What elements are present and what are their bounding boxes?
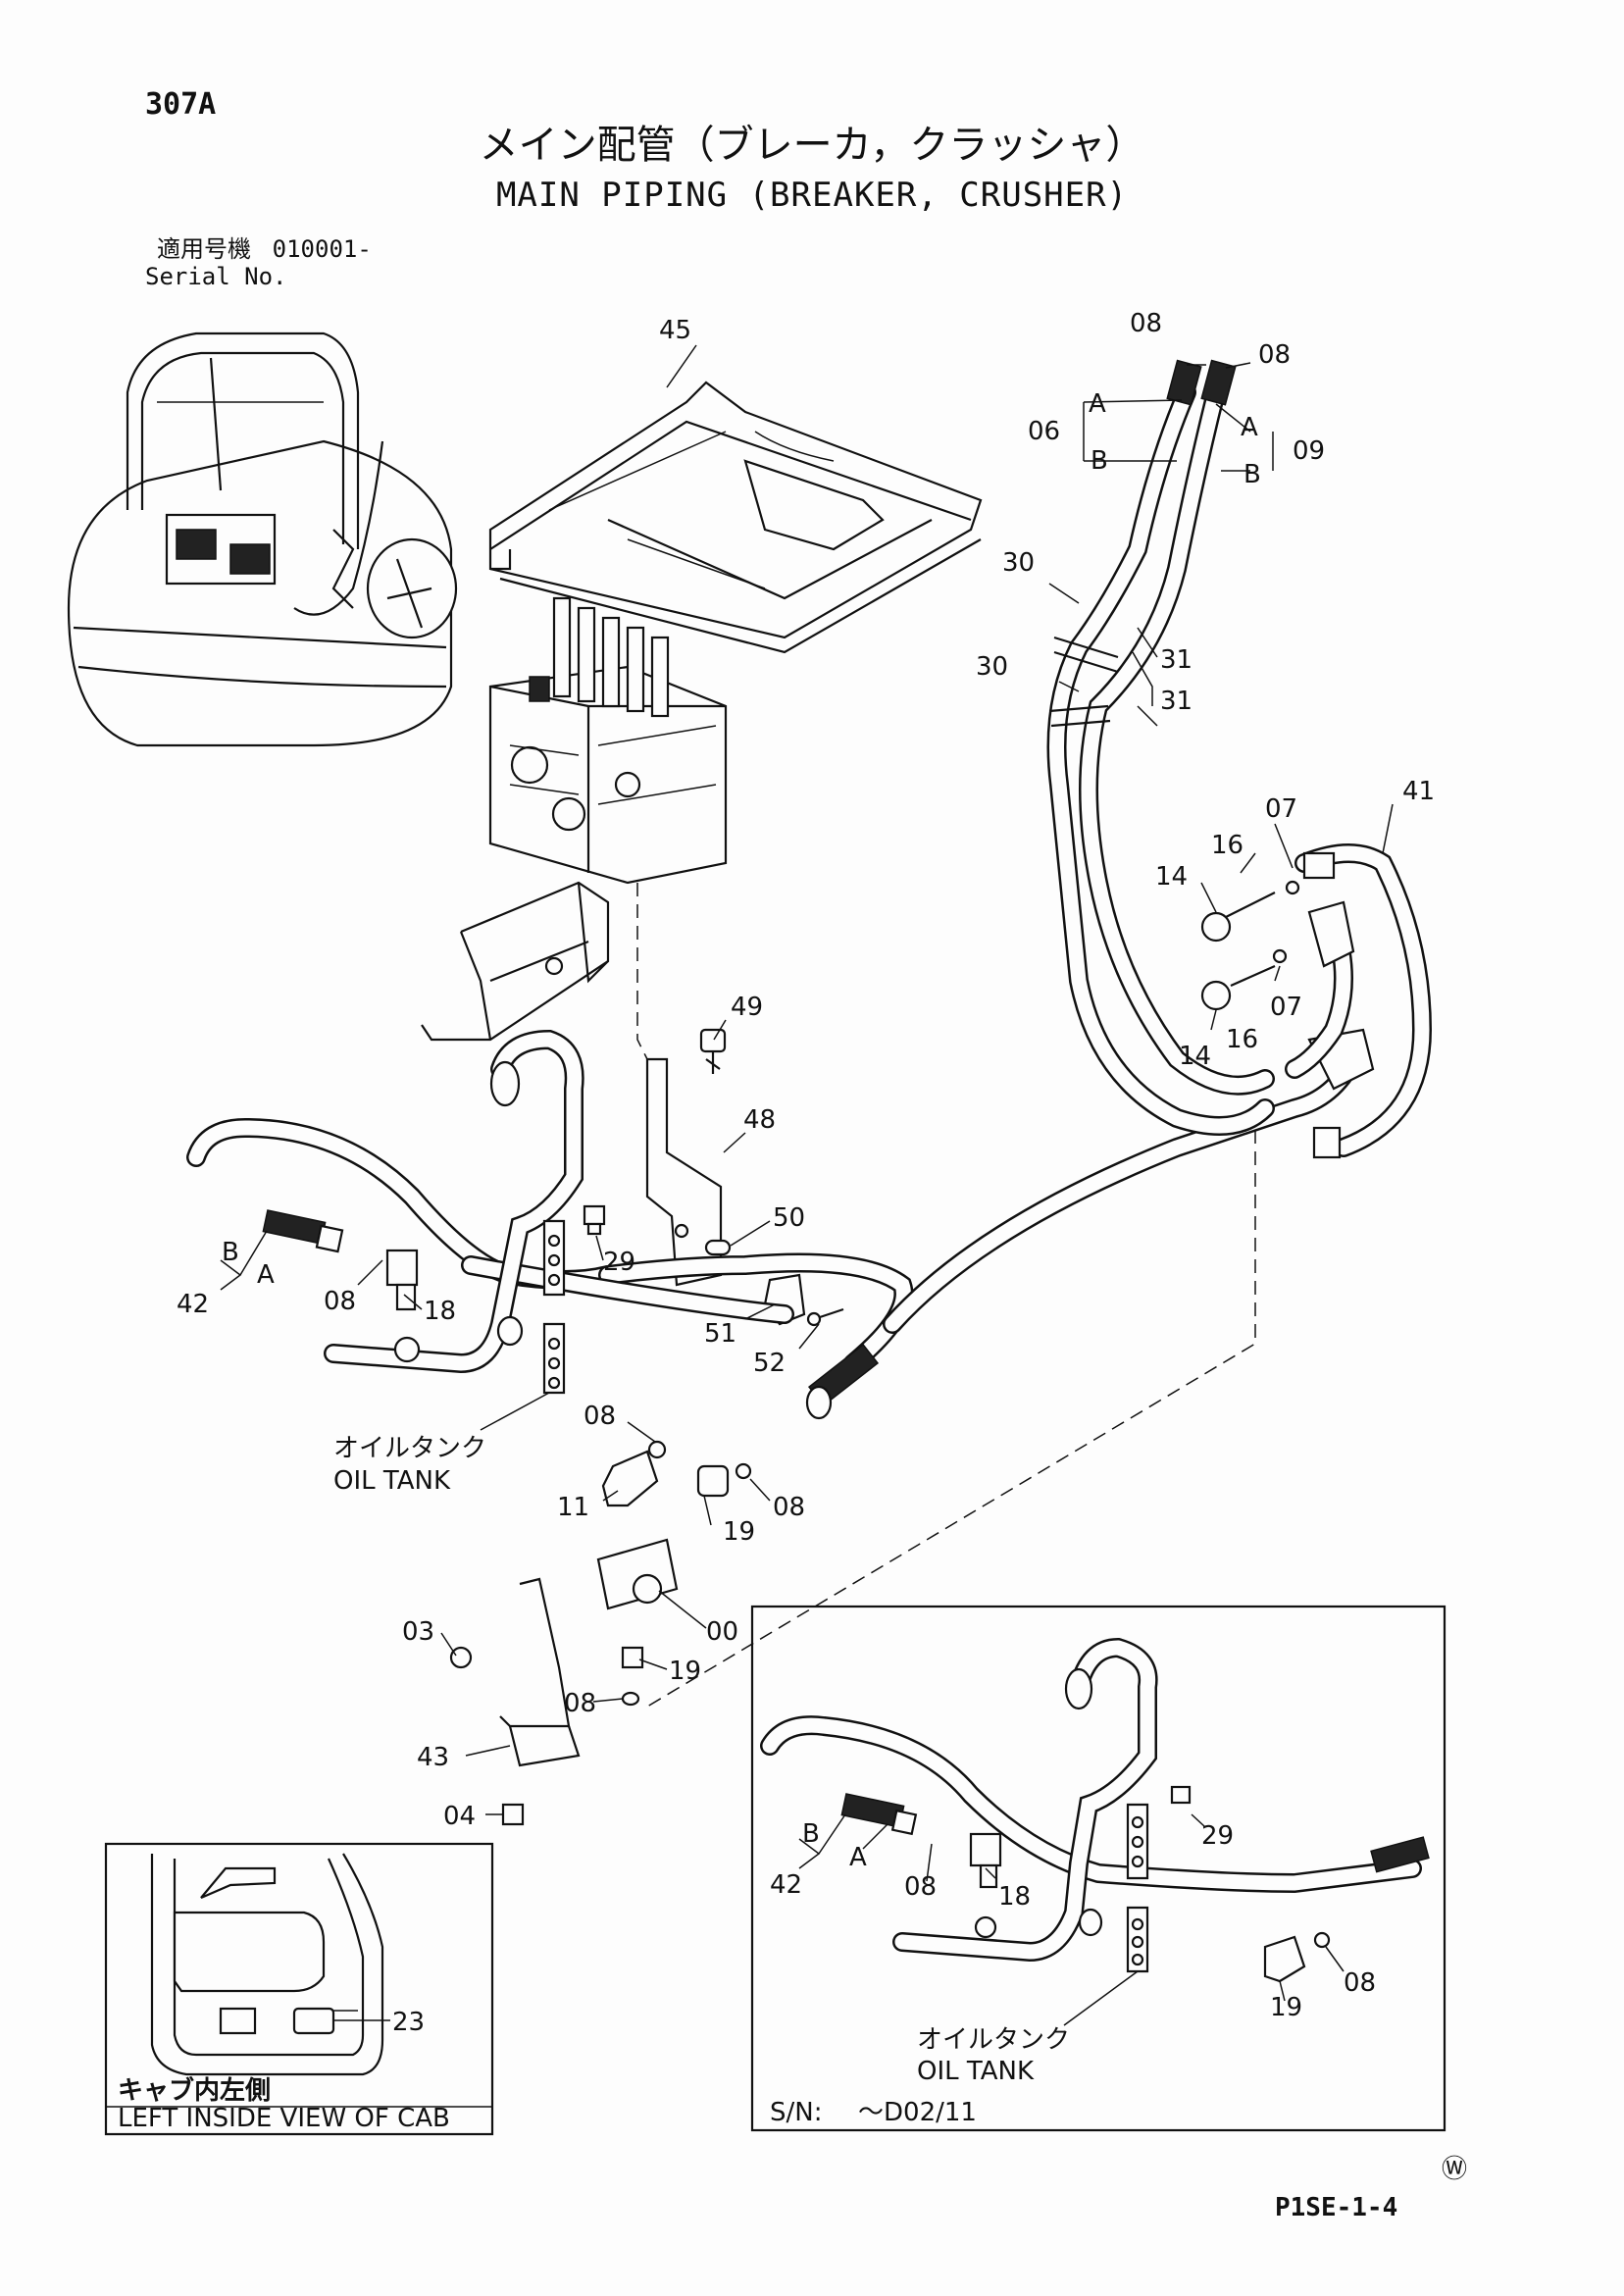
label-16-lower: 16 — [1226, 1025, 1258, 1054]
label-B-hose: B — [222, 1238, 239, 1267]
label-43: 43 — [417, 1743, 449, 1772]
label-19-mid: 19 — [723, 1517, 755, 1547]
label-16-upper: 16 — [1211, 831, 1243, 860]
main-hoses — [186, 1029, 914, 1374]
serial-label-en: Serial No. — [145, 263, 287, 290]
label-14-upper: 14 — [1155, 862, 1188, 892]
label-51: 51 — [704, 1319, 736, 1349]
excavator-overview — [67, 332, 458, 747]
label-04: 04 — [443, 1802, 476, 1831]
label-14-lower: 14 — [1179, 1042, 1211, 1071]
footer-code: P1SE-1-4 — [1275, 2193, 1398, 2222]
support-plates — [542, 1204, 606, 1395]
label-A-left: A — [1089, 389, 1106, 419]
label-08-top-right: 08 — [1258, 340, 1291, 370]
label-03: 03 — [402, 1617, 434, 1647]
upper-right-hoses — [1046, 359, 1433, 1159]
label-07-upper: 07 — [1265, 794, 1297, 824]
label-B-right: B — [1243, 460, 1261, 489]
label-30-upper: 30 — [1002, 548, 1035, 578]
control-valve — [488, 596, 728, 885]
label-49: 49 — [731, 993, 763, 1022]
oil-tank-en: OIL TANK — [333, 1466, 451, 1496]
label-11: 11 — [557, 1493, 589, 1522]
label-23: 23 — [392, 2008, 425, 2037]
label-08-mid: 08 — [584, 1402, 616, 1431]
lower-fittings — [449, 1440, 752, 1826]
leader-lines — [220, 344, 1394, 2012]
label-18: 18 — [424, 1297, 456, 1326]
title-japanese: メイン配管（ブレーカ，クラッシャ） — [479, 123, 1145, 168]
serial-value: 010001- — [272, 235, 372, 263]
inset-oil-tank-en: OIL TANK — [917, 2057, 1035, 2086]
serial-inset-value: ～D02/11 — [858, 2098, 977, 2127]
cab-inset-caption-jp: キャブ内左側 — [118, 2075, 271, 2106]
label-08-lower: 08 — [564, 1689, 596, 1718]
label-45: 45 — [659, 316, 691, 345]
label-52: 52 — [753, 1349, 786, 1378]
inset-oil-tank-jp: オイルタンク — [917, 2025, 1070, 2055]
cab-inset — [104, 1842, 494, 2136]
label-B-left: B — [1091, 446, 1108, 476]
bracket-48 — [645, 1028, 844, 1327]
label-08-top-left: 08 — [1130, 309, 1162, 338]
serial-label-jp-text: 適用号機 — [157, 235, 251, 263]
label-31-lower: 31 — [1160, 687, 1193, 716]
inset-label-29: 29 — [1201, 1821, 1234, 1851]
label-42: 42 — [177, 1290, 209, 1319]
inset-label-08-right: 08 — [1344, 1968, 1376, 1998]
serial-inset-label: S/N: — [770, 2098, 822, 2127]
label-07-lower: 07 — [1270, 993, 1302, 1022]
w-marker: Ⓦ — [1442, 2155, 1467, 2184]
label-48: 48 — [743, 1105, 776, 1135]
inset-captions: キャブ内左側 LEFT INSIDE VIEW OF CAB S/N: ～D02… — [106, 2075, 1467, 2184]
label-08-hose: 08 — [324, 1287, 356, 1316]
label-50: 50 — [773, 1203, 805, 1233]
inset-label-A: A — [849, 1843, 867, 1872]
label-19-lower: 19 — [669, 1657, 701, 1686]
part-labels: 45 08 08 06 A B A B 09 30 31 30 31 07 41… — [177, 309, 1435, 2037]
oil-tank-jp: オイルタンク — [333, 1434, 486, 1463]
oil-tank-labels: オイルタンク OIL TANK オイルタンク OIL TANK — [333, 1434, 1070, 2086]
label-31-upper: 31 — [1160, 645, 1193, 675]
floor-plate — [488, 381, 983, 654]
label-29: 29 — [603, 1248, 635, 1277]
serial-inset — [750, 1605, 1446, 2132]
label-09: 09 — [1293, 436, 1325, 466]
inset-label-42: 42 — [770, 1870, 802, 1900]
serial-label-jp: 適用号機 010001- — [157, 237, 372, 261]
inset-label-18: 18 — [998, 1882, 1031, 1912]
label-A-right: A — [1241, 413, 1258, 442]
inset-label-19: 19 — [1270, 1993, 1302, 2022]
title-english: MAIN PIPING (BREAKER, CRUSHER) — [495, 176, 1129, 215]
label-41: 41 — [1402, 777, 1435, 806]
breaker-hose — [805, 1028, 1375, 1420]
mounting-bracket — [421, 881, 610, 1042]
page-number: 307A — [145, 87, 217, 122]
label-00: 00 — [706, 1617, 738, 1647]
label-30-lower: 30 — [976, 652, 1008, 682]
inset-label-B: B — [802, 1819, 820, 1849]
label-08-right: 08 — [773, 1493, 805, 1522]
label-A-hose: A — [257, 1260, 275, 1290]
inset-label-08-left: 08 — [904, 1872, 937, 1902]
label-06: 06 — [1028, 417, 1060, 446]
cab-inset-caption-en: LEFT INSIDE VIEW OF CAB — [118, 2104, 450, 2133]
